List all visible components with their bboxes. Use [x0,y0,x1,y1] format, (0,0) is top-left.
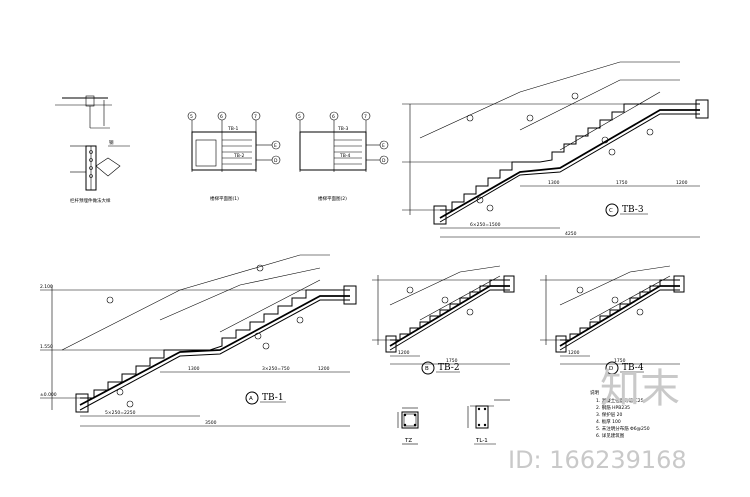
svg-text:1200: 1200 [398,350,410,356]
watermark-id: ID: 166239168 [508,446,687,474]
svg-text:说明: 说明 [590,389,599,396]
svg-text:1750: 1750 [446,358,458,364]
svg-text:1200: 1200 [568,350,580,356]
tb1-label: TB-1 [262,393,284,403]
svg-text:3500: 3500 [205,420,217,426]
plan-1-title: 楼梯平面图(1) [210,195,239,202]
svg-text:7: 7 [254,114,257,120]
svg-text:6: 6 [332,114,335,120]
svg-text:2.100: 2.100 [40,284,53,290]
svg-text:B: B [425,366,429,372]
svg-text:6. 详见建筑图: 6. 详见建筑图 [596,432,625,439]
tl1-label: TL-1 [475,438,488,444]
svg-text:TB-1: TB-1 [227,126,238,132]
svg-text:E: E [274,143,277,149]
svg-text:5: 5 [298,114,301,120]
svg-text:E: E [382,143,385,149]
watermark-logo: 知末 [600,366,680,412]
stair-section-tb1: 5×250=2250 3500 1300 3×250=750 1200 2.10… [40,254,357,427]
stair-section-tb3: 6×250=1500 4250 1300 1750 1200 [402,61,709,238]
tb4-section-circle [605,361,619,375]
svg-text:7: 7 [364,114,367,120]
railing-detail: 钢 [55,95,130,191]
svg-text:5. 未注明分布筋 Φ6@250: 5. 未注明分布筋 Φ6@250 [596,425,650,432]
svg-text:1750: 1750 [614,358,626,364]
svg-text:D: D [382,158,386,164]
svg-text:6×250=1500: 6×250=1500 [470,222,501,228]
svg-text:1300: 1300 [188,366,200,372]
stair-section-tb2: 1200 1750 [372,265,515,365]
svg-text:TB-2: TB-2 [233,153,244,159]
svg-text:1300: 1300 [548,180,560,186]
tb1-section-circle [245,391,259,405]
svg-text:2. 钢筋 HPB235: 2. 钢筋 HPB235 [596,404,630,411]
svg-text:4. 板厚 100: 4. 板厚 100 [596,418,621,425]
svg-text:TB-4: TB-4 [339,153,350,159]
svg-text:A: A [249,396,253,402]
tb2-label: TB-2 [438,363,460,373]
stair-plan-1: 5 6 7 E D TB-1 TB-2 [187,111,281,172]
svg-text:1200: 1200 [318,366,330,372]
tz-label: TZ [404,438,412,444]
stair-plan-2: 5 6 7 E D TB-3 TB-4 [295,111,389,172]
svg-text:D: D [609,366,613,372]
svg-text:3×250=750: 3×250=750 [262,366,290,372]
svg-text:6: 6 [220,114,223,120]
svg-text:3. 保护层 20: 3. 保护层 20 [596,411,623,418]
svg-text:1750: 1750 [616,180,628,186]
svg-text:D: D [274,158,278,164]
tb3-section-circle [605,203,619,217]
stair-section-tb4: 1200 1750 [540,265,685,365]
svg-text:5: 5 [190,114,193,120]
svg-text:5×250=2250: 5×250=2250 [105,410,136,416]
svg-text:钢: 钢 [109,139,114,146]
railing-detail-title: 栏杆预埋件做法大样 [70,197,111,204]
svg-text:1200: 1200 [676,180,688,186]
svg-text:1.550: 1.550 [40,344,53,350]
plan-2-title: 楼梯平面图(2) [318,195,347,202]
svg-text:±0.000: ±0.000 [40,392,57,398]
tb4-label: TB-4 [622,363,644,373]
svg-text:4250: 4250 [565,231,577,237]
svg-text:C: C [609,208,613,214]
svg-text:TB-3: TB-3 [337,126,348,132]
tl1-section [467,399,510,429]
svg-text:1. 混凝土强度等级 C25: 1. 混凝土强度等级 C25 [596,397,644,404]
tz-section [397,407,419,429]
design-notes: 说明 1. 混凝土强度等级 C25 2. 钢筋 HPB235 3. 保护层 20… [590,389,650,439]
tb3-label: TB-3 [622,205,644,215]
tb2-section-circle [421,361,435,375]
